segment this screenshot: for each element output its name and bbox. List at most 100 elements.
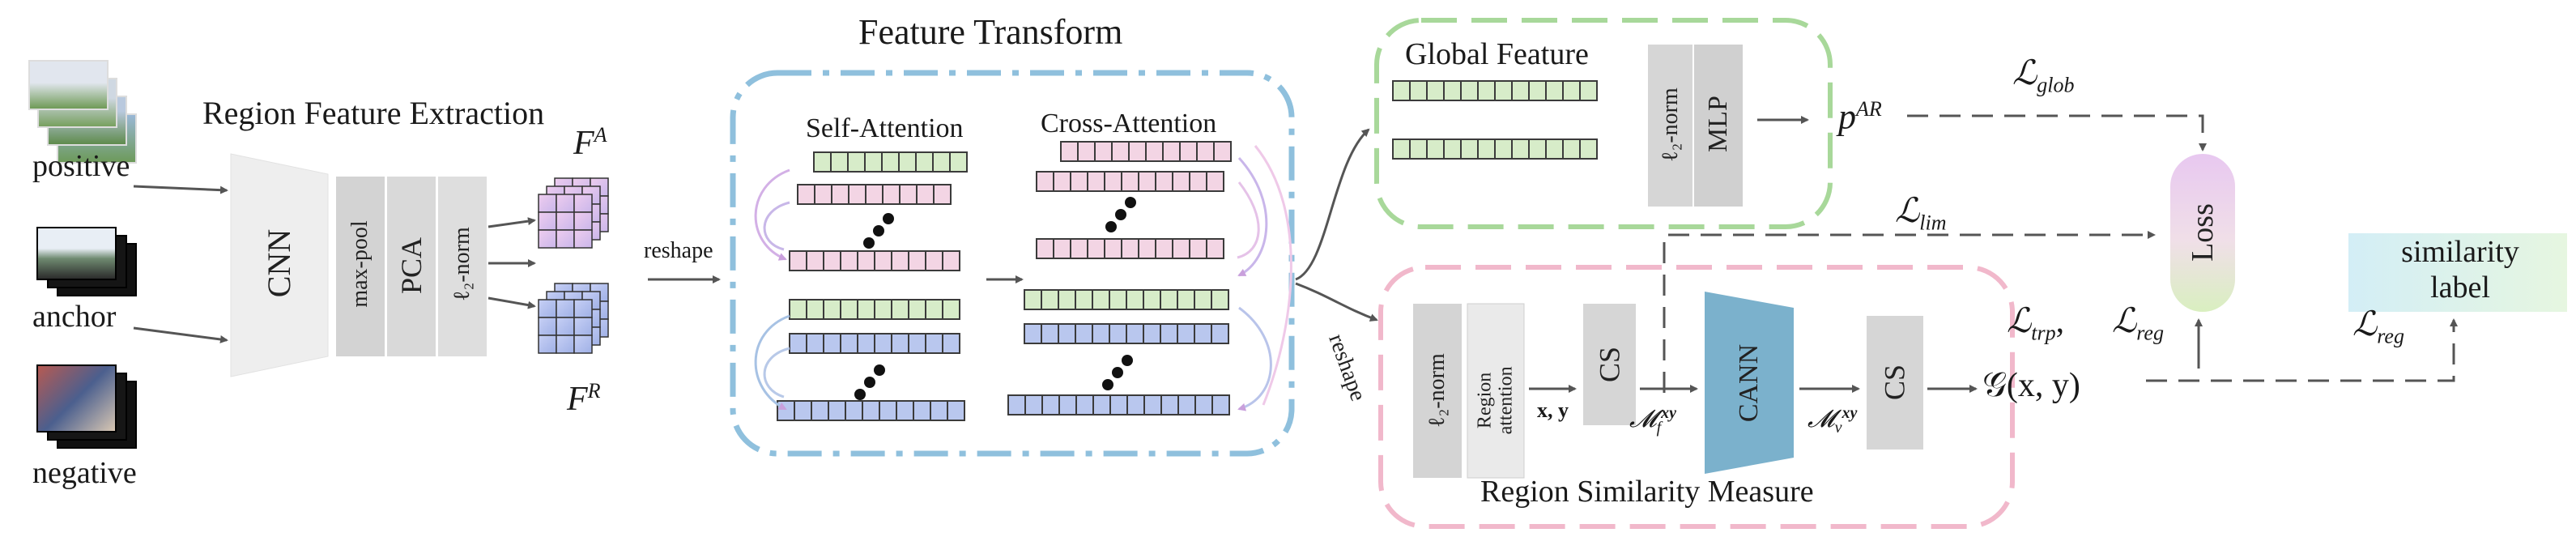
token-cell: [949, 151, 968, 173]
attention-dots: [854, 197, 1136, 400]
global-feature-border: [1374, 18, 1833, 229]
token-cell: [823, 250, 841, 271]
token-cell: [1177, 323, 1195, 344]
token-cell: [1194, 289, 1212, 310]
token-cell: [1104, 171, 1122, 192]
token-cell: [1196, 141, 1215, 162]
token-cell: [857, 333, 875, 354]
token-cell: [1545, 138, 1564, 160]
token-cell: [823, 333, 841, 354]
token-cell: [1087, 171, 1105, 192]
token-cell: [908, 250, 926, 271]
reshape-label: reshape: [644, 238, 713, 263]
loss-lim-label: ℒlim: [1895, 193, 1947, 235]
cube-cell: [538, 211, 557, 231]
cnn-label: CNN: [261, 228, 297, 298]
mlp-block: [1694, 45, 1743, 207]
loss-pill: [2170, 154, 2235, 312]
out-arrow-3: [488, 296, 536, 309]
positive-arrow: [133, 185, 228, 194]
token-cell: [1143, 394, 1162, 416]
token-cell: [1138, 238, 1156, 259]
token-cell: [925, 333, 943, 354]
feature-cube-r: [538, 283, 609, 354]
token-cell: [1443, 138, 1462, 160]
cube-FR: [538, 283, 609, 354]
token-cell: [1041, 289, 1059, 310]
token-cell: [862, 400, 880, 421]
token-cell: [1058, 323, 1076, 344]
cross-token-green-1: [1024, 289, 1229, 310]
token-cell: [1392, 80, 1411, 101]
self-token-green-1: [813, 151, 968, 173]
token-cell: [1460, 80, 1479, 101]
self-token-pink-2: [789, 250, 960, 271]
token-cell: [1143, 323, 1161, 344]
l2norm-block: [438, 177, 487, 356]
cross-token-blue-2: [1007, 394, 1230, 416]
cube-cell: [556, 335, 575, 354]
out-arrow-1: [488, 217, 536, 228]
token-cell: [891, 299, 909, 320]
region-feature-extraction: [133, 153, 721, 377]
cube-cell: [573, 211, 593, 231]
token-cell: [1075, 323, 1093, 344]
token-cell: [1177, 289, 1195, 310]
token-cell: [1036, 171, 1054, 192]
token-cell: [908, 299, 926, 320]
token-cell: [896, 400, 914, 421]
token-cell: [942, 299, 960, 320]
g-xy-label: 𝒢(x, y): [1982, 367, 2080, 404]
token-cell: [874, 250, 892, 271]
token-cell: [1077, 141, 1096, 162]
dot: [1115, 209, 1126, 220]
token-cell: [1211, 323, 1229, 344]
token-cell: [1206, 171, 1224, 192]
cann-label: CANN: [1734, 343, 1764, 423]
token-cell: [1460, 138, 1479, 160]
similarity-label-line1: similarity: [2401, 235, 2519, 269]
token-cell: [1409, 80, 1428, 101]
token-cell: [933, 184, 952, 205]
attention-curves: [754, 145, 1292, 411]
token-cell: [830, 151, 849, 173]
p-ar-label: pAR: [1838, 96, 1882, 137]
token-cell: [1545, 80, 1564, 101]
feature-transform-border: [730, 70, 1295, 457]
cube-cell: [573, 299, 593, 318]
region-attention-block: [1467, 303, 1525, 479]
token-cell: [1128, 141, 1147, 162]
fr-label: FR: [567, 379, 601, 418]
token-cell: [806, 333, 824, 354]
token-cell: [898, 151, 917, 173]
similarity-label-line2: label: [2430, 271, 2490, 305]
token-cell: [789, 333, 807, 354]
token-cell: [1579, 80, 1598, 101]
anchor-arrow: [133, 326, 228, 343]
token-cell: [1206, 238, 1224, 259]
token-cell: [814, 184, 832, 205]
anchor-image-0: [36, 227, 117, 280]
cube-cell: [538, 335, 557, 354]
cross-attention-tokens: [1007, 141, 1232, 416]
loss-reg-label: ℒreg: [2112, 303, 2164, 345]
to-region-arrow: [1295, 282, 1378, 322]
global-l2norm-label: ℓ₂-norm: [1658, 87, 1683, 162]
token-cell: [857, 299, 875, 320]
token-cell: [1092, 289, 1110, 310]
lim-loss-arrow: [1663, 231, 2156, 393]
pca-block: [387, 177, 436, 356]
token-cell: [1562, 138, 1581, 160]
token-cell: [1109, 289, 1127, 310]
token-cell: [1070, 238, 1088, 259]
global-feature-title: Global Feature: [1405, 37, 1589, 71]
token-cell: [840, 299, 858, 320]
token-cell: [874, 333, 892, 354]
token-cell: [864, 151, 883, 173]
region-similarity-title: Region Similarity Measure: [1480, 475, 1814, 509]
token-cell: [848, 184, 866, 205]
token-cell: [811, 400, 829, 421]
cube-cell: [573, 317, 593, 336]
token-cell: [1070, 171, 1088, 192]
